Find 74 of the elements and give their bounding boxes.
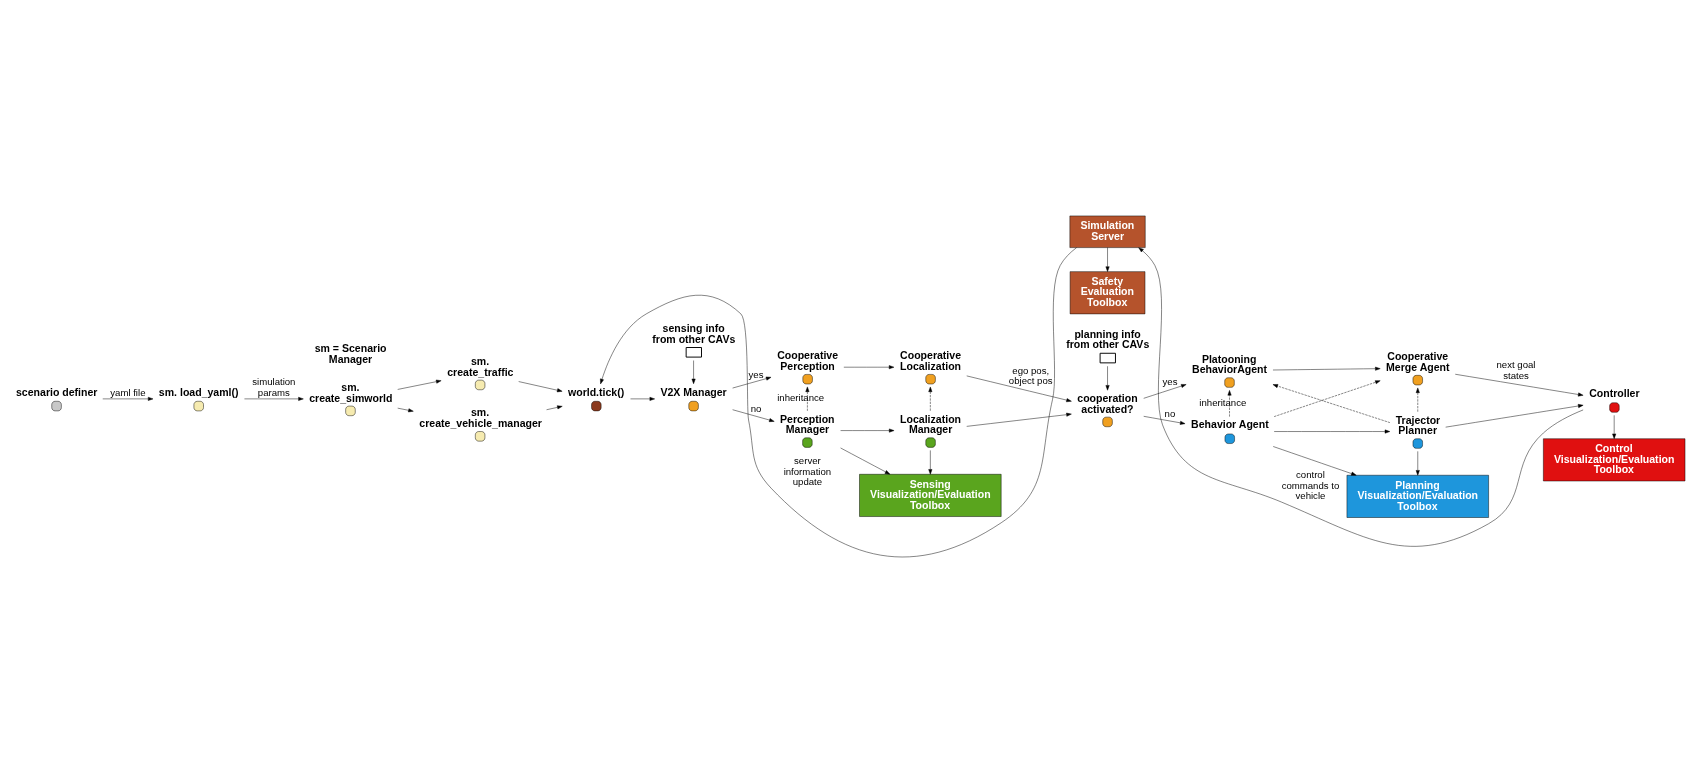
node-label: scenario definer [15, 385, 98, 398]
arrow [928, 450, 933, 475]
edge-label: simulation params [252, 376, 296, 399]
arrow [1143, 416, 1186, 425]
arrow [1445, 404, 1584, 428]
arrow [518, 381, 563, 393]
node-label: planning info from other CAVs [1066, 327, 1150, 351]
arrow [244, 396, 304, 401]
edge-label: yes [1162, 376, 1178, 388]
arrow [546, 405, 563, 410]
node-label: V2X Manager [660, 385, 727, 398]
arrow [840, 428, 895, 433]
edge-label: inheritance [777, 392, 825, 404]
node-label: Behavior Agent [1191, 418, 1269, 431]
arrow [1272, 446, 1357, 476]
arrow [691, 360, 696, 384]
arrow [966, 412, 1072, 427]
arrow [1105, 247, 1110, 272]
arrow [397, 407, 414, 413]
node-label: sm. create_traffic [447, 355, 514, 378]
arrow [102, 396, 154, 401]
edge-label: inheritance [1199, 396, 1247, 408]
edge-label: yes [748, 368, 764, 380]
edge-label: no [1164, 408, 1176, 420]
edge-label: next goal states [1496, 359, 1536, 381]
node-label: Trajector Planner [1395, 413, 1441, 437]
node-box: Simulation Server [1069, 215, 1146, 248]
edge-label: yaml file [110, 387, 146, 399]
arrow [1273, 380, 1381, 417]
arrow [1455, 374, 1584, 397]
arrow [397, 379, 442, 390]
node-box: Planning Visualization/Evaluation Toolbox [1346, 475, 1489, 518]
arrow [840, 447, 891, 475]
arrow [630, 396, 655, 401]
node-box [685, 347, 702, 358]
arrow [1138, 247, 1584, 547]
node-box: Control Visualization/Evaluation Toolbox [1543, 438, 1686, 482]
node-label: Localization Manager [900, 412, 962, 436]
arrow [843, 365, 895, 370]
arrow [732, 409, 775, 422]
arrow [1415, 387, 1420, 412]
node-box: Safety Evaluation Toolbox [1069, 271, 1146, 315]
arrow [1105, 366, 1110, 391]
arrow [805, 386, 810, 412]
arrow [1227, 390, 1232, 417]
node-label: Cooperative Localization [900, 349, 962, 372]
arrow [600, 247, 1077, 558]
node-label: sm. load_yaml() [158, 385, 239, 398]
arrow [928, 386, 933, 411]
node-label: Perception Manager [780, 412, 835, 436]
arrow [1272, 384, 1391, 423]
node-label: Platooning BehaviorAgent [1192, 352, 1268, 376]
edge-label: server information update [783, 455, 832, 488]
arrow [1415, 451, 1420, 476]
node-label: Cooperative Merge Agent [1386, 350, 1450, 373]
edge-label: ego pos, object pos [1008, 364, 1053, 387]
node-label: Controller [1589, 387, 1640, 400]
node-box: Sensing Visualization/Evaluation Toolbox [859, 474, 1002, 517]
arrow [1612, 415, 1617, 439]
arrow [1272, 366, 1381, 371]
arrow [732, 376, 772, 389]
edge-label: control commands to vehicle [1281, 469, 1340, 502]
arrow [1143, 384, 1187, 399]
edge-label: no [750, 402, 762, 414]
arrow [1273, 429, 1391, 434]
node-label: Cooperative Perception [777, 349, 839, 372]
node-label: sm. create_vehicle_manager [419, 406, 542, 430]
node-label: cooperation activated? [1077, 392, 1138, 415]
node-label: world.tick() [568, 385, 625, 398]
node-label: sm. create_simworld [309, 381, 393, 404]
node-box [1099, 352, 1116, 364]
label: sm = Scenario Manager [314, 342, 387, 365]
node-label: sensing info from other CAVs [652, 321, 736, 345]
arrow [966, 375, 1072, 402]
